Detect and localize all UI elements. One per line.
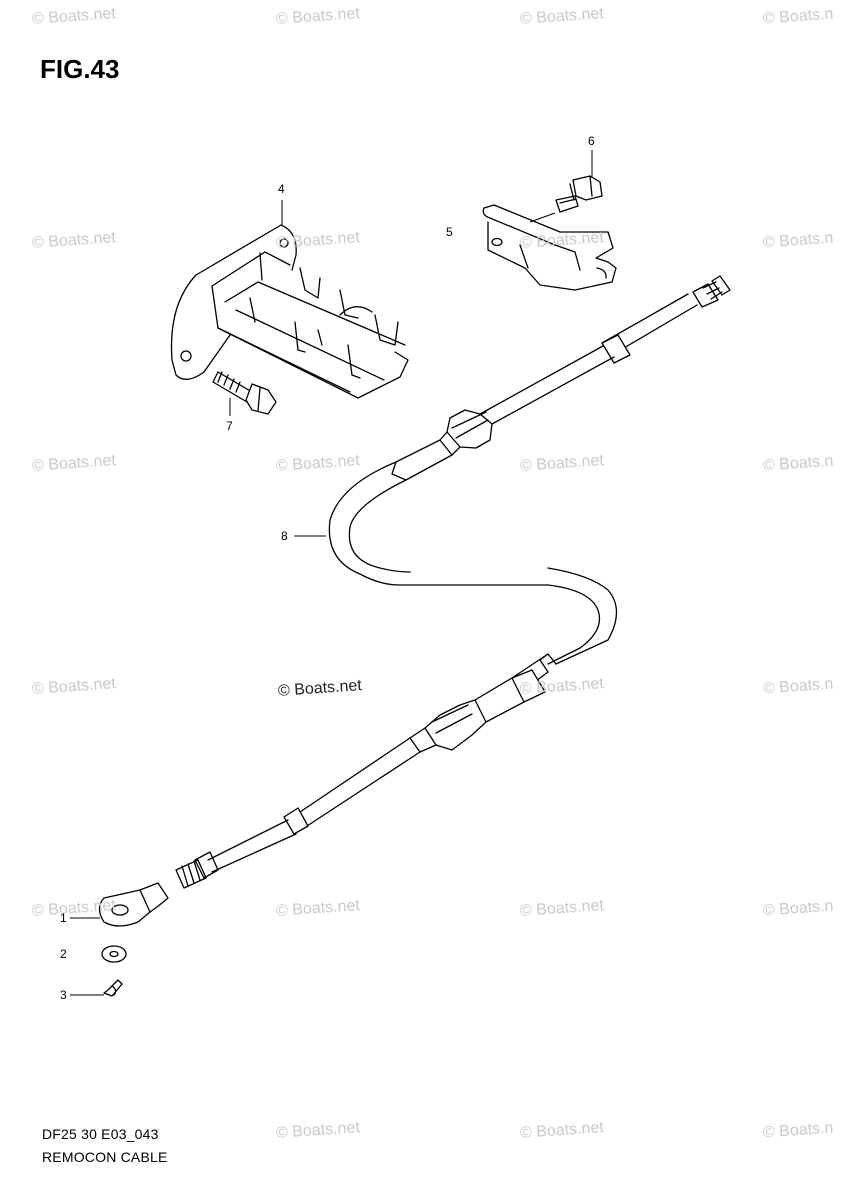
figure-title: FIG.43 [40,54,120,84]
callout-4[interactable]: 4 [278,182,285,196]
part-2-washer[interactable] [101,945,127,963]
diagram-name: REMOCON CABLE [42,1149,168,1165]
part-5-plate[interactable] [482,204,617,291]
callout-6[interactable]: 6 [588,134,595,148]
callout-5[interactable]: 5 [446,225,453,239]
callout-3[interactable]: 3 [60,988,67,1002]
callout-2[interactable]: 2 [60,947,67,961]
part-1-cable-end[interactable] [98,882,169,927]
callout-1[interactable]: 1 [60,911,67,925]
callout-8[interactable]: 8 [281,529,288,543]
part-7-bolt[interactable] [212,371,277,415]
part-3-clip[interactable] [103,979,123,997]
callout-7[interactable]: 7 [226,419,233,433]
part-8-cable[interactable] [175,275,731,889]
part-4-bracket[interactable] [170,224,409,399]
callout-leaders [70,150,593,996]
part-6-bolt[interactable] [555,175,603,213]
diagram-code: DF25 30 E03_043 [42,1126,159,1142]
